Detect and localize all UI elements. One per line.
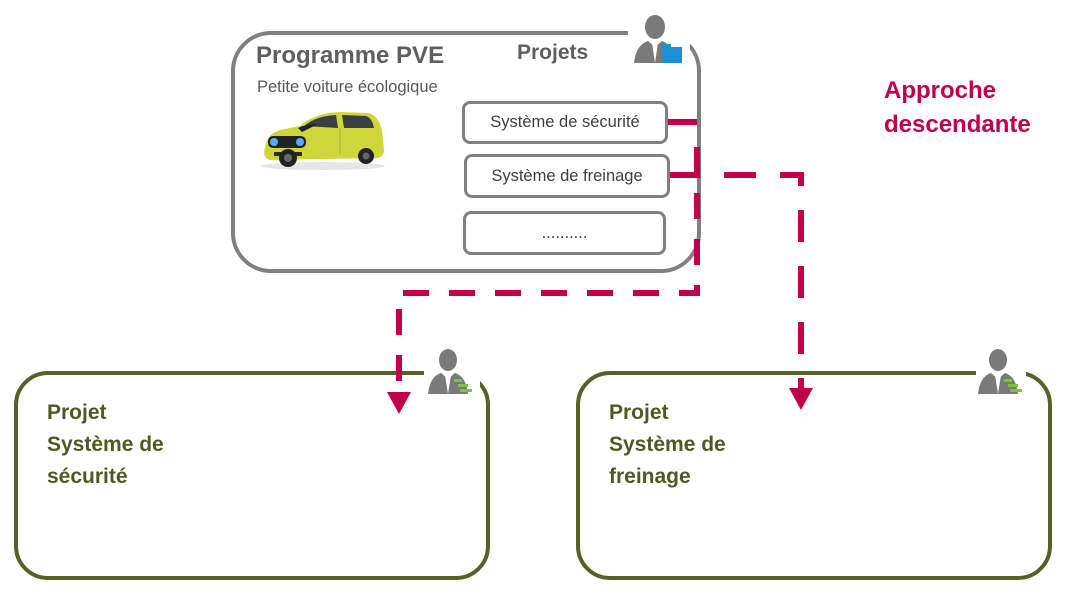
project-item-label: Système de sécurité: [490, 113, 640, 131]
approach-label: Approche descendante: [884, 74, 1031, 142]
title-line: Projet: [47, 401, 107, 424]
project-manager-icon: [976, 346, 1026, 396]
program-subtitle: Petite voiture écologique: [257, 78, 438, 96]
arrow-head-icon: [789, 388, 813, 410]
approach-line: Approche: [884, 77, 997, 104]
program-manager-icon: [632, 13, 686, 65]
approach-line: descendante: [884, 111, 1031, 138]
project-item-more[interactable]: ..........: [463, 211, 666, 255]
project-freinage-title: Projet Système de freinage: [609, 397, 726, 493]
project-freinage-container: [576, 371, 1052, 580]
connector-freinage: [670, 148, 813, 410]
title-line: sécurité: [47, 465, 128, 488]
title-line: freinage: [609, 465, 691, 488]
title-line: Système de: [609, 433, 726, 456]
project-item-label: ..........: [541, 223, 588, 242]
project-securite-title: Projet Système de sécurité: [47, 397, 164, 493]
project-item-freinage[interactable]: Système de freinage: [464, 154, 670, 198]
connector-securite: [387, 119, 700, 414]
car-image: [258, 106, 388, 172]
project-securite-container: [14, 371, 490, 580]
project-item-securite[interactable]: Système de sécurité: [462, 101, 668, 144]
project-item-label: Système de freinage: [491, 166, 643, 185]
project-manager-icon: [426, 346, 476, 396]
title-line: Système de: [47, 433, 164, 456]
title-line: Projet: [609, 401, 669, 424]
program-title: Programme PVE: [256, 42, 445, 69]
arrow-head-icon: [387, 392, 411, 414]
projects-heading: Projets: [517, 41, 589, 64]
